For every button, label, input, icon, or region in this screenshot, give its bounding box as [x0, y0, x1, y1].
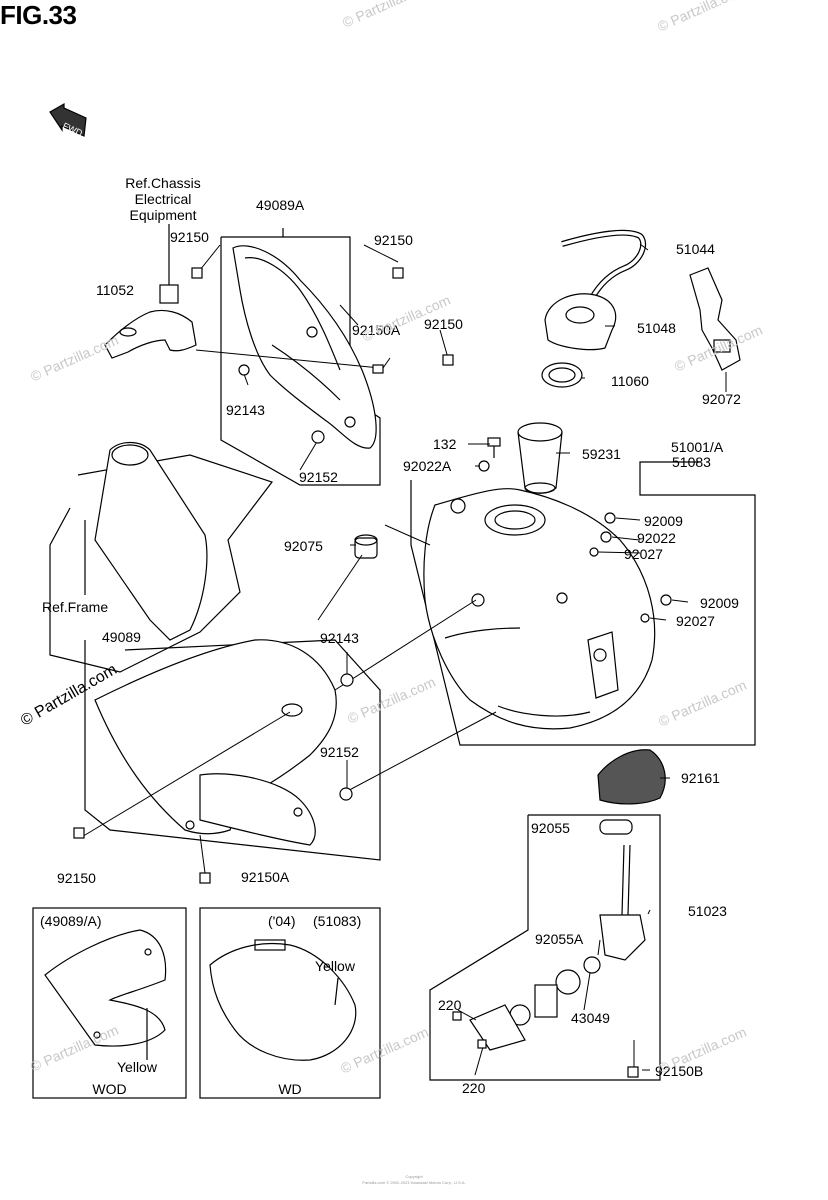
shroud-49089	[94, 639, 337, 846]
fwd-arrow-icon: FWD	[49, 102, 87, 138]
label-ref-chassis-1: Ref.Chassis	[125, 175, 201, 191]
label-ref-frame: Ref.Frame	[42, 599, 109, 615]
label-92027-a: 92027	[624, 546, 663, 562]
label-ref-chassis-3: Equipment	[129, 207, 197, 223]
label-92150A-a: 92150A	[352, 322, 401, 338]
label-92022A: 92022A	[403, 458, 452, 474]
label-92150-c: 92150	[424, 316, 463, 332]
strap-92072	[689, 267, 741, 371]
label-51023: 51023	[688, 903, 727, 919]
label-132: 132	[433, 436, 457, 452]
washer-92022A	[478, 460, 490, 472]
label-49089A: 49089A	[256, 197, 305, 213]
label-92150-a: 92150	[170, 229, 209, 245]
pad-92161	[597, 749, 666, 805]
washer-92022	[600, 531, 612, 543]
fuel-valve-51023	[469, 819, 646, 1051]
label-92161: 92161	[681, 770, 720, 786]
frame-49089	[84, 639, 381, 861]
inset-right-color: Yellow	[315, 958, 355, 974]
bolt-92009-b	[660, 594, 672, 606]
label-92150-d: 92150	[57, 870, 96, 886]
bracket-11052	[104, 224, 197, 359]
label-11060: 11060	[611, 373, 649, 389]
bolt-92009-a	[604, 512, 616, 524]
inset-right-tank	[209, 939, 357, 1061]
figure-title: FIG.33	[0, 0, 77, 30]
bolt-132	[487, 437, 501, 458]
footer-line-1: Copyright	[405, 1174, 423, 1179]
ref-frame	[49, 441, 273, 673]
filter-59231	[517, 422, 563, 494]
inset-right-caption: WD	[278, 1081, 302, 1097]
label-92055A: 92055A	[535, 931, 584, 947]
label-51083: 51083	[672, 454, 711, 470]
inset-left-caption: WOD	[92, 1081, 127, 1097]
gasket-11060	[541, 362, 583, 388]
fuel-tank-51001	[423, 488, 656, 730]
inset-left-shroud	[44, 929, 167, 1060]
label-92072: 92072	[702, 391, 741, 407]
label-220-a: 220	[438, 997, 462, 1013]
label-92143-a: 92143	[226, 402, 265, 418]
inset-box-left	[32, 907, 187, 1099]
footer-line-2: Partzilla.com © 2002-2023 Kawasaki Motor…	[362, 1180, 466, 1185]
label-92009-a: 92009	[644, 513, 683, 529]
collar-92027-b	[640, 613, 650, 623]
bracket-49089A	[232, 245, 377, 449]
frame-51023	[429, 814, 661, 1081]
inset-right-part: (51083)	[313, 913, 362, 929]
inset-left-header: (49089/A)	[40, 913, 102, 929]
frame-51001A	[410, 461, 756, 746]
label-92022: 92022	[637, 530, 676, 546]
inset-left-color: Yellow	[117, 1059, 157, 1075]
label-49089: 49089	[102, 629, 141, 645]
label-92152-a: 92152	[299, 469, 338, 485]
label-43049: 43049	[571, 1010, 610, 1026]
label-220-b: 220	[462, 1080, 486, 1096]
label-ref-chassis-2: Electrical	[134, 191, 192, 207]
frame-49089A	[220, 236, 381, 486]
label-92150-b: 92150	[374, 232, 413, 248]
label-92075: 92075	[284, 538, 323, 554]
label-92152-b: 92152	[320, 744, 359, 760]
label-92009-b: 92009	[700, 595, 739, 611]
label-92150B: 92150B	[655, 1063, 704, 1079]
label-51048: 51048	[637, 320, 676, 336]
label-51044: 51044	[676, 241, 715, 257]
label-51001A: 51001/A	[671, 439, 724, 455]
label-92150A-b: 92150A	[241, 869, 290, 885]
label-92143-b: 92143	[320, 630, 359, 646]
label-92055: 92055	[531, 820, 570, 836]
grommet-92075	[354, 534, 378, 559]
bolt-icons	[73, 267, 639, 1078]
label-92027-b: 92027	[676, 613, 715, 629]
inset-right-year: ('04)	[268, 913, 296, 929]
label-59231: 59231	[582, 446, 621, 462]
label-11052: 11052	[96, 282, 134, 298]
fuel-cap-51048	[544, 293, 617, 351]
inset-box-right	[199, 907, 381, 1099]
